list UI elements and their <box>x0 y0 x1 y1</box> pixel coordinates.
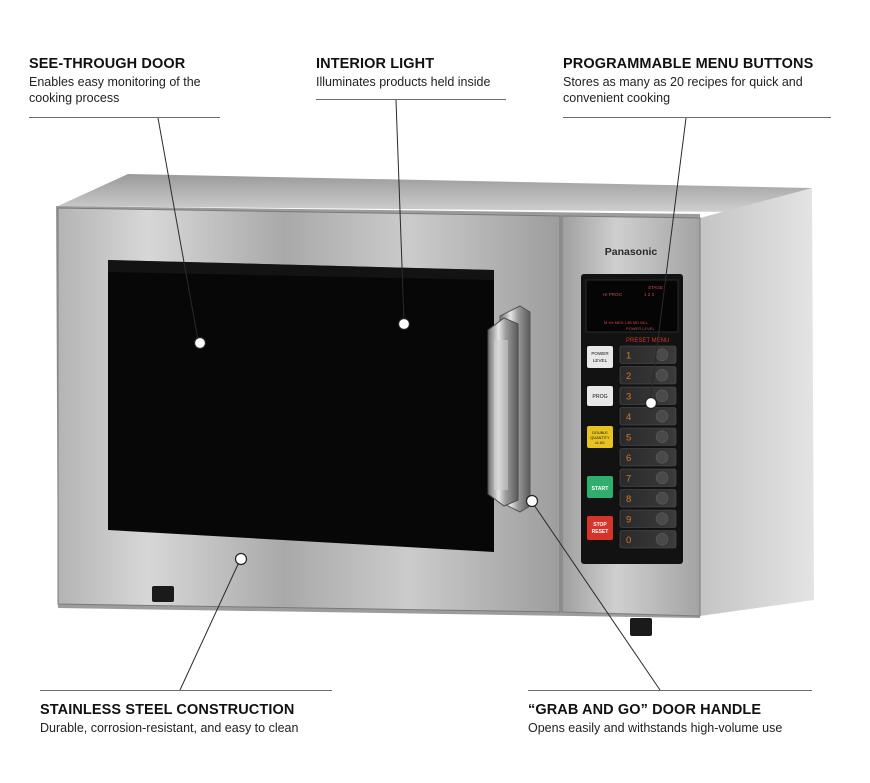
marker-door[interactable] <box>193 336 207 350</box>
callout-see-through-door: SEE-THROUGH DOOR Enables easy monitoring… <box>29 56 229 106</box>
preset-key-digit: 8 <box>626 494 631 505</box>
callout-rule-menu <box>563 117 831 118</box>
display-levels: M H4 MED L3B MD MLL <box>604 320 649 325</box>
foot-right <box>630 618 652 636</box>
callout-door-handle: “GRAB AND GO” DOOR HANDLE Opens easily a… <box>528 702 848 736</box>
display-prog: HI PROG <box>603 292 623 297</box>
marker-menu[interactable] <box>644 396 658 410</box>
preset-key-digit: 2 <box>626 371 631 382</box>
preset-key-digit: 5 <box>626 432 631 443</box>
callout-stainless-steel: STAINLESS STEEL CONSTRUCTION Durable, co… <box>40 702 360 736</box>
display-stage-label: STAGE <box>648 285 663 290</box>
svg-text:POWER: POWER <box>591 351 609 356</box>
preset-key-0[interactable]: 0 <box>619 530 677 549</box>
preset-key-9[interactable]: 9 <box>619 509 677 528</box>
preset-key-1[interactable]: 1 <box>619 345 677 364</box>
svg-text:START: START <box>592 486 610 492</box>
door-handle[interactable] <box>487 305 531 513</box>
marker-handle[interactable] <box>525 494 539 508</box>
preset-key-digit: 4 <box>626 412 631 423</box>
callout-title: INTERIOR LIGHT <box>316 56 435 72</box>
callout-title: SEE-THROUGH DOOR <box>29 56 186 72</box>
callout-rule-handle <box>528 690 812 691</box>
callout-description: Enables easy monitoring of the cooking p… <box>29 75 201 105</box>
preset-key-5[interactable]: 5 <box>619 427 677 446</box>
preset-menu-keys: 1 2 3 4 5 6 7 8 9 0 <box>619 345 677 549</box>
marker-light[interactable] <box>397 317 411 331</box>
svg-text:QUANTITY: QUANTITY <box>590 436 610 440</box>
display-stage-digits: 1 2 3 <box>644 292 655 297</box>
preset-key-digit: 7 <box>626 473 631 484</box>
prog-button[interactable]: PROG <box>587 386 613 406</box>
preset-key-8[interactable]: 8 <box>619 489 677 508</box>
preset-key-digit: 0 <box>626 535 631 546</box>
callout-rule-door <box>29 117 220 118</box>
callout-title: “GRAB AND GO” DOOR HANDLE <box>528 702 762 718</box>
callout-description: Durable, corrosion-resistant, and easy t… <box>40 721 299 735</box>
callout-title: STAINLESS STEEL CONSTRUCTION <box>40 702 295 718</box>
preset-key-digit: 1 <box>626 350 631 361</box>
door-window <box>108 260 494 552</box>
preset-key-2[interactable]: 2 <box>619 366 677 385</box>
foot-left <box>152 586 174 602</box>
svg-text:PROG: PROG <box>592 394 607 400</box>
preset-key-digit: 9 <box>626 514 631 525</box>
preset-key-digit: 3 <box>626 391 631 402</box>
stop-reset-button[interactable]: STOP RESET <box>587 516 613 540</box>
svg-text:x1.8/1: x1.8/1 <box>595 441 605 445</box>
callout-description: Illuminates products held inside <box>316 75 491 89</box>
leader-door <box>157 117 199 341</box>
preset-key-4[interactable]: 4 <box>619 407 677 426</box>
svg-text:DOUBLE: DOUBLE <box>592 431 608 435</box>
preset-key-7[interactable]: 7 <box>619 468 677 487</box>
marker-steel[interactable] <box>234 552 248 566</box>
callout-description: Opens easily and withstands high-volume … <box>528 721 783 735</box>
svg-text:RESET: RESET <box>592 529 609 535</box>
callout-title: PROGRAMMABLE MENU BUTTONS <box>563 56 814 72</box>
cabinet-top <box>58 174 812 212</box>
start-button[interactable]: START <box>587 476 613 498</box>
leader-steel <box>179 559 241 691</box>
callout-rule-light <box>316 99 506 100</box>
leader-lines <box>157 99 687 691</box>
double-quantity-button[interactable]: DOUBLE QUANTITY x1.8/1 <box>587 426 613 448</box>
leader-menu <box>649 117 687 403</box>
callout-rule-steel <box>40 690 332 691</box>
callout-interior-light: INTERIOR LIGHT Illuminates products held… <box>316 56 516 90</box>
power-level-button[interactable]: POWER LEVEL <box>587 346 613 368</box>
preset-key-digit: 6 <box>626 453 631 464</box>
preset-menu-label: PRESET MENU <box>626 338 669 344</box>
cabinet-side <box>700 188 814 616</box>
svg-text:LEVEL: LEVEL <box>593 358 608 363</box>
callout-description: Stores as many as 20 recipes for quick a… <box>563 75 803 105</box>
callout-programmable-menu: PROGRAMMABLE MENU BUTTONS Stores as many… <box>563 56 848 106</box>
display-power-level: POWER LEVEL <box>626 326 655 331</box>
svg-text:STOP: STOP <box>593 522 607 528</box>
leader-light <box>395 99 405 323</box>
leader-handle <box>531 501 661 691</box>
brand-logo: Panasonic <box>605 246 658 258</box>
preset-key-6[interactable]: 6 <box>619 448 677 467</box>
